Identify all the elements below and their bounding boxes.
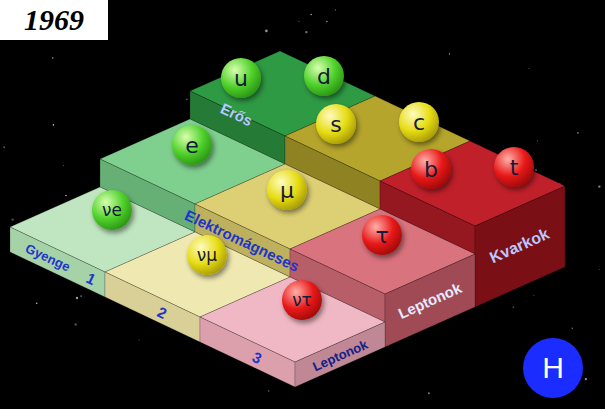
star [335, 9, 336, 10]
particle-symbol: νμ [197, 245, 217, 265]
particle-sphere: e [172, 125, 212, 165]
star [512, 306, 514, 308]
particle-sphere: d [304, 56, 344, 96]
star [12, 219, 14, 221]
star [572, 328, 574, 330]
generation-number: 3 [250, 348, 265, 367]
generation-number: 1 [84, 269, 99, 288]
star [3, 146, 5, 148]
platform-faces [10, 51, 565, 387]
particle-sphere: ντ [282, 280, 322, 320]
star [76, 297, 78, 299]
star [577, 132, 579, 134]
family-label: Leptonok [395, 279, 464, 322]
star [428, 392, 430, 394]
star [265, 30, 268, 33]
year-box: 1969 [0, 0, 108, 40]
particle-symbol: d [317, 64, 331, 89]
star [326, 21, 328, 23]
star [533, 294, 535, 296]
particle-symbol: u [234, 66, 248, 91]
particle-symbol: s [330, 112, 341, 137]
star [310, 14, 312, 16]
star [598, 185, 600, 187]
star [53, 124, 55, 126]
star [80, 295, 82, 297]
higgs-circle: H [523, 338, 583, 398]
particle-symbol: νe [102, 200, 122, 220]
force-label: Gyenge [23, 241, 73, 275]
star-field [3, 0, 600, 394]
star [585, 378, 587, 380]
particle-sphere: b [411, 149, 451, 189]
star [305, 31, 307, 33]
star [36, 302, 38, 304]
particle-sphere: τ [362, 215, 402, 255]
particle-sphere: c [399, 102, 439, 142]
particle-sphere: t [494, 147, 534, 187]
star [537, 140, 538, 141]
particle-sphere: s [316, 104, 356, 144]
star [52, 57, 53, 58]
particle-symbol: e [185, 133, 199, 158]
star [599, 269, 600, 270]
particle-symbol: b [424, 157, 438, 182]
particle-sphere: u [221, 58, 261, 98]
star [74, 323, 76, 325]
star [535, 169, 537, 171]
particle-sphere: νμ [187, 235, 227, 275]
particle-symbol: t [510, 155, 519, 180]
particle-symbol: ντ [292, 290, 312, 310]
star [449, 53, 450, 54]
force-label: Erős [218, 100, 255, 130]
particle-symbol: c [413, 110, 425, 135]
family-label: Kvarkok [487, 225, 552, 267]
star [138, 339, 139, 340]
star [65, 195, 67, 197]
particle-symbol: τ [375, 223, 388, 248]
star [268, 390, 269, 391]
star [528, 68, 530, 70]
year-text: 1969 [24, 3, 84, 37]
particle-symbol: μ [280, 178, 294, 203]
higgs-symbol: H [542, 351, 564, 385]
star [298, 21, 299, 22]
particle-sphere: μ [267, 170, 307, 210]
star [186, 98, 188, 100]
particle-sphere: νe [92, 190, 132, 230]
star [63, 165, 64, 166]
generation-number: 2 [155, 303, 170, 322]
family-label: Leptonok [310, 337, 370, 374]
